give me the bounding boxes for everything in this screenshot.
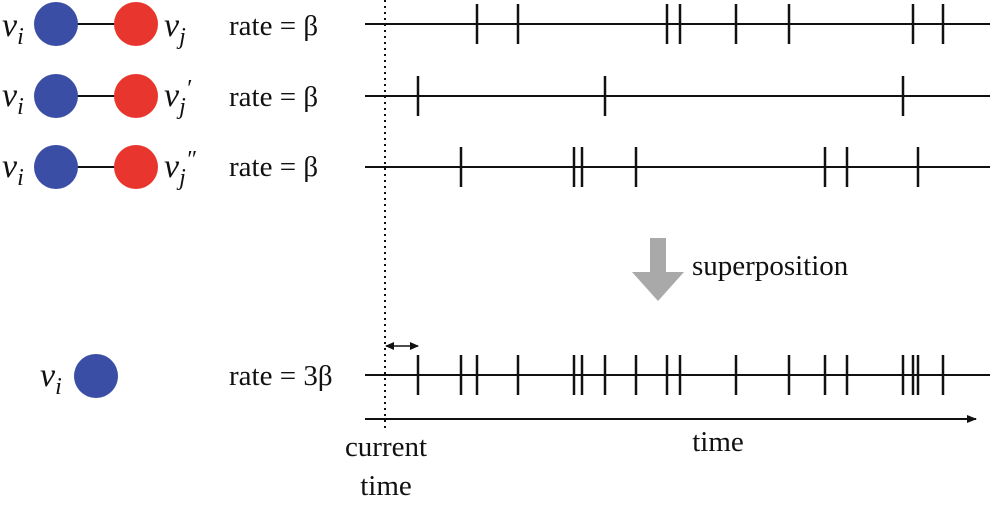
row-1-node-j-label: vj xyxy=(164,7,186,50)
time-axis: time current time xyxy=(345,415,977,502)
row-1-node-i-label: vi xyxy=(2,7,24,50)
row-1-node-j xyxy=(114,2,158,46)
combined-node-label: vi xyxy=(40,357,62,400)
combined-node-i xyxy=(74,354,118,398)
row-1-node-i xyxy=(34,2,78,46)
combined-events xyxy=(416,355,945,395)
row-1-rate-label: rate = β xyxy=(229,10,318,42)
combined-row: vi rate = 3β xyxy=(40,342,990,400)
row-1: vi vj rate = β xyxy=(2,2,990,50)
row-2-events xyxy=(416,76,905,116)
current-time-label-line2: time xyxy=(360,470,412,502)
row-2-node-j-label: vj′ xyxy=(164,76,192,120)
row-1-events xyxy=(475,4,945,44)
row-2: vi vj′ rate = β xyxy=(2,74,990,120)
time-axis-label: time xyxy=(692,426,744,458)
row-2-node-i-label: vi xyxy=(2,77,24,120)
combined-rate-label: rate = 3β xyxy=(229,360,333,392)
superposition-arrow: superposition xyxy=(632,238,849,301)
row-3-node-i xyxy=(34,145,78,189)
row-3-node-i-label: vi xyxy=(2,148,24,191)
row-2-rate-label: rate = β xyxy=(229,81,318,113)
row-3-rate-label: rate = β xyxy=(229,151,318,183)
superposition-label: superposition xyxy=(692,250,849,282)
row-2-node-i xyxy=(34,74,78,118)
row-3-node-j xyxy=(114,145,158,189)
row-3-node-j-label: vj″ xyxy=(164,147,197,191)
row-3: vi vj″ rate = β xyxy=(2,145,990,191)
current-time-label-line1: current xyxy=(345,431,427,463)
row-2-node-j xyxy=(114,74,158,118)
row-3-events xyxy=(459,147,920,187)
down-arrow-icon xyxy=(632,238,684,301)
